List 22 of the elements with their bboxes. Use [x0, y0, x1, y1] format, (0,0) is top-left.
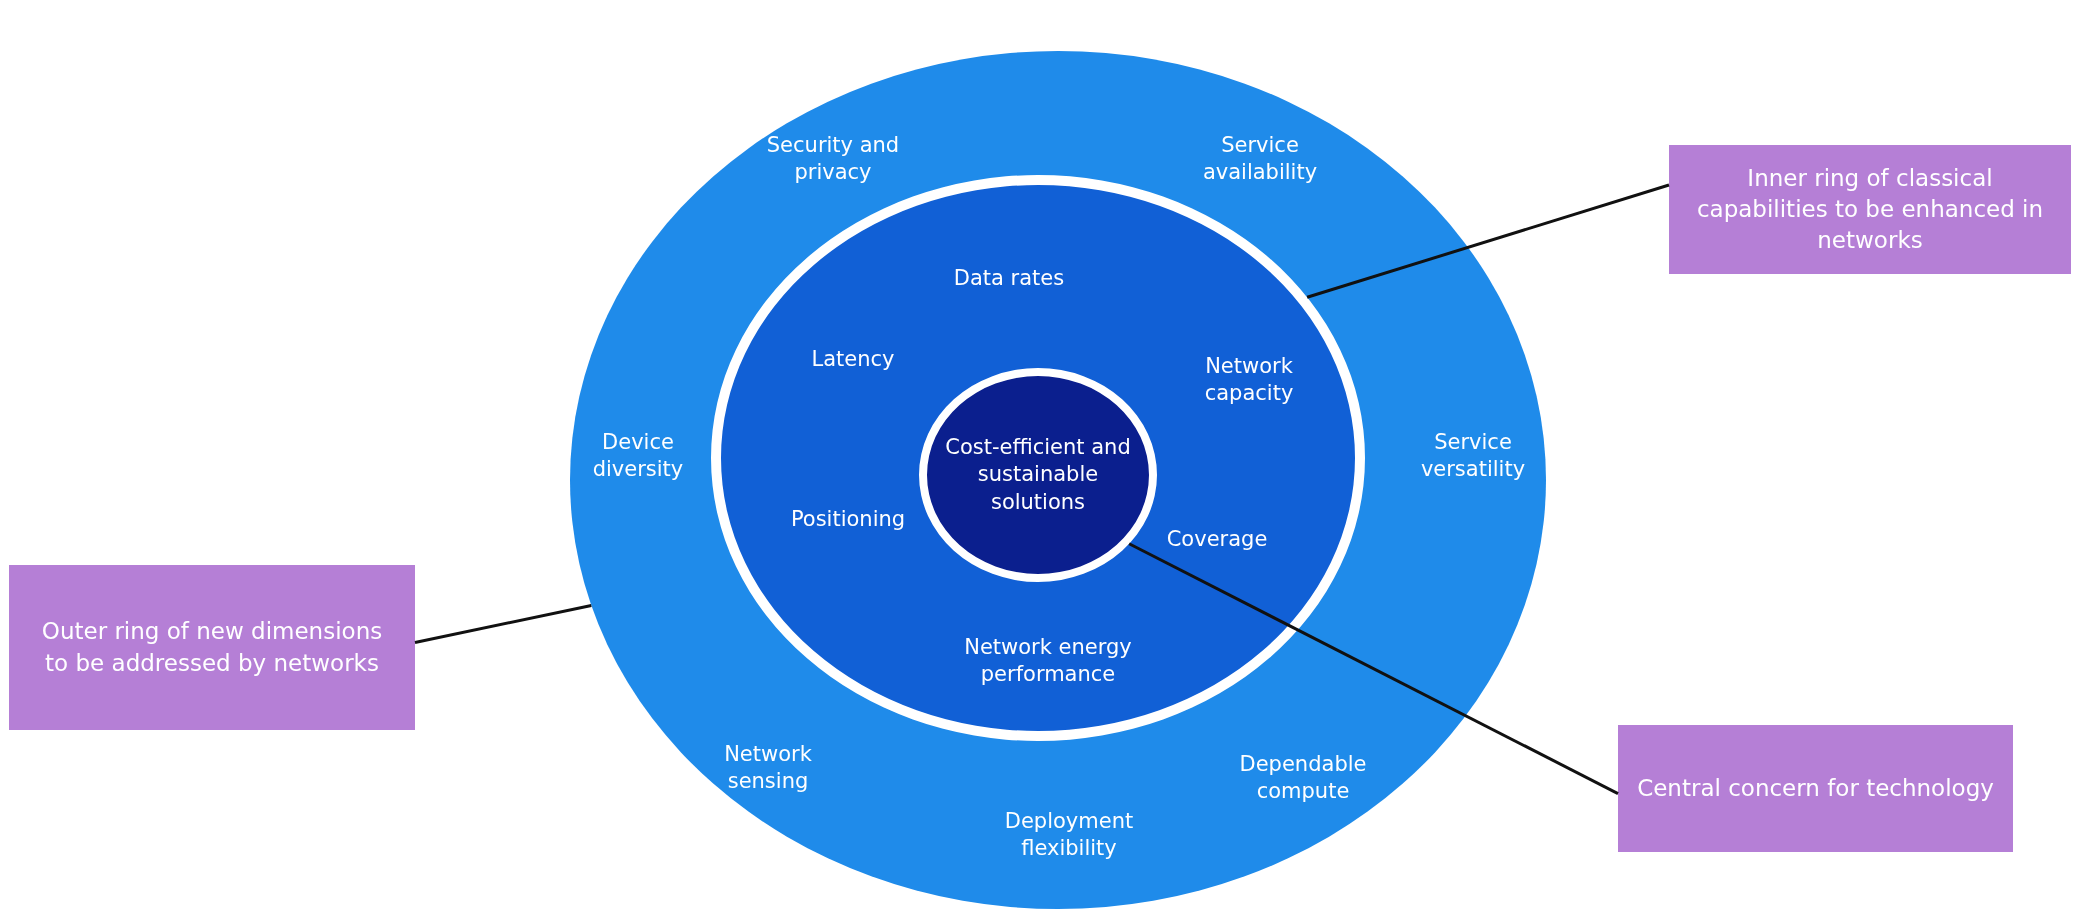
ring-label: Data rates	[952, 265, 1066, 293]
callout-text: Outer ring of new dimensions to be addressed by networks	[40, 617, 384, 678]
ring-label: Dependable compute	[1238, 750, 1368, 805]
ring-label: Deployment flexibility	[1003, 807, 1135, 862]
callout-text: Inner ring of classical capabilities to be enhanced in networks	[1695, 163, 2045, 255]
callout-text: Central concern for technology	[1636, 773, 1995, 803]
center-label: Cost-efficient and sustainable solutions	[944, 434, 1132, 516]
ring-label: Network capacity	[1203, 352, 1295, 407]
ring-label: Service availability	[1201, 131, 1319, 186]
callout-box	[9, 565, 415, 730]
ring-label: Positioning	[789, 506, 907, 534]
leader-line	[1128, 542, 1619, 795]
ring-label: Latency	[810, 346, 896, 374]
callout-box	[1669, 145, 2071, 274]
ring-label: Device diversity	[591, 428, 685, 483]
ring-label: Coverage	[1165, 526, 1269, 554]
callout-box	[1618, 725, 2013, 852]
ring-label: Network sensing	[723, 740, 813, 795]
ring-label: Service versatility	[1419, 428, 1527, 483]
leader-line	[414, 603, 592, 644]
ring-label: Network energy performance	[963, 633, 1133, 688]
ring-label: Security and privacy	[765, 131, 901, 186]
